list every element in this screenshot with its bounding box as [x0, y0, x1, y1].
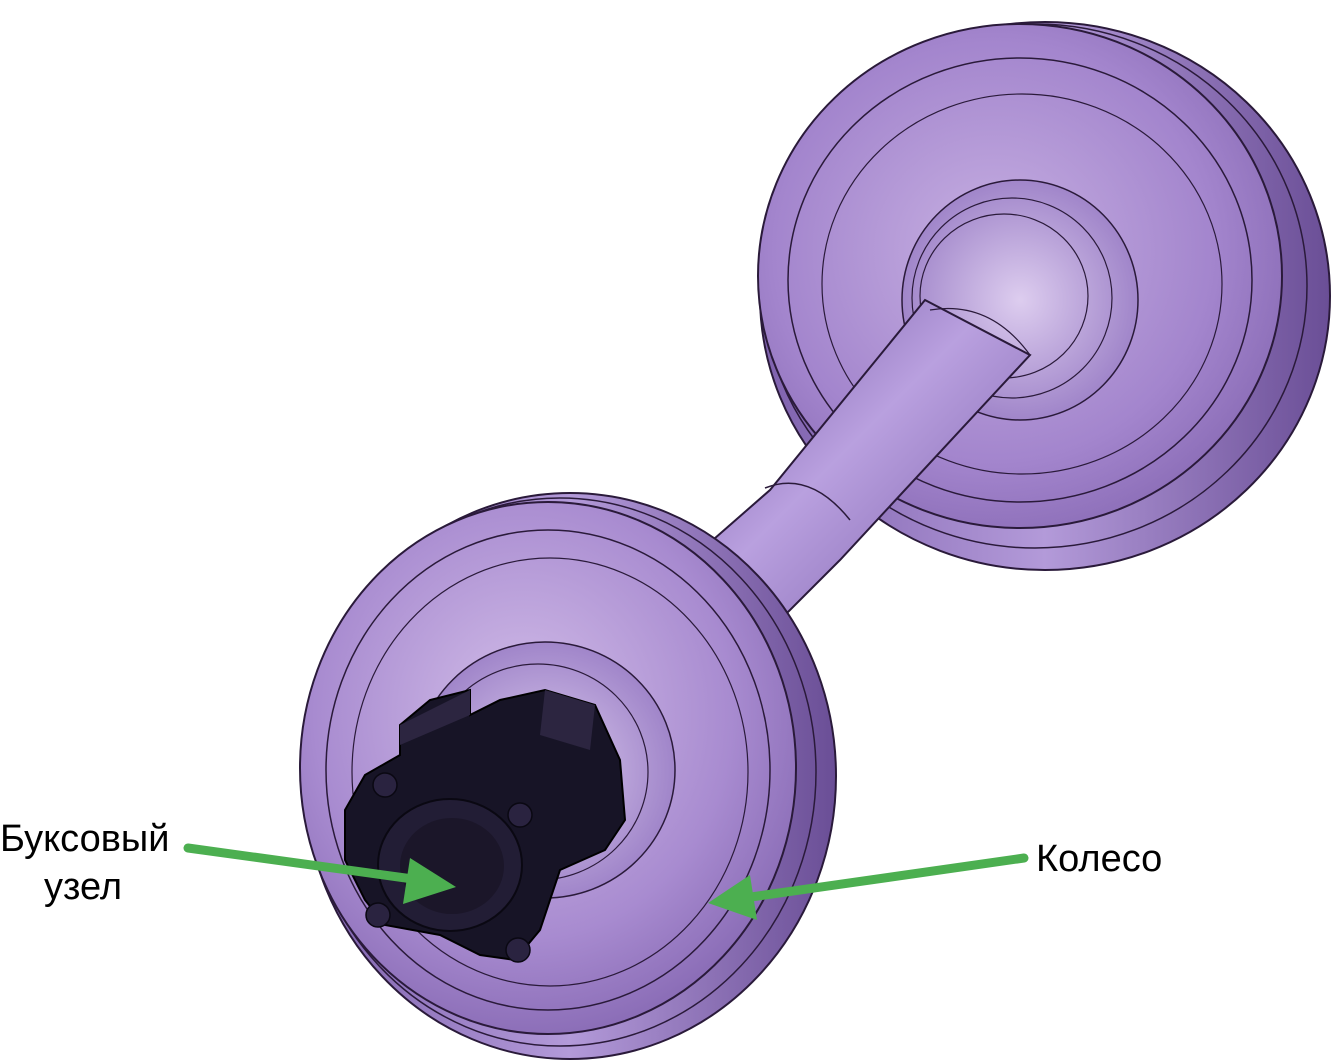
axle-box-label-line1: Буксовый [0, 818, 170, 860]
axle-box-label-line2: узел [44, 866, 123, 908]
wheel-label: Колесо [1036, 838, 1163, 880]
arrow-axle-box [183, 843, 456, 904]
arrow-wheel [708, 853, 1029, 920]
